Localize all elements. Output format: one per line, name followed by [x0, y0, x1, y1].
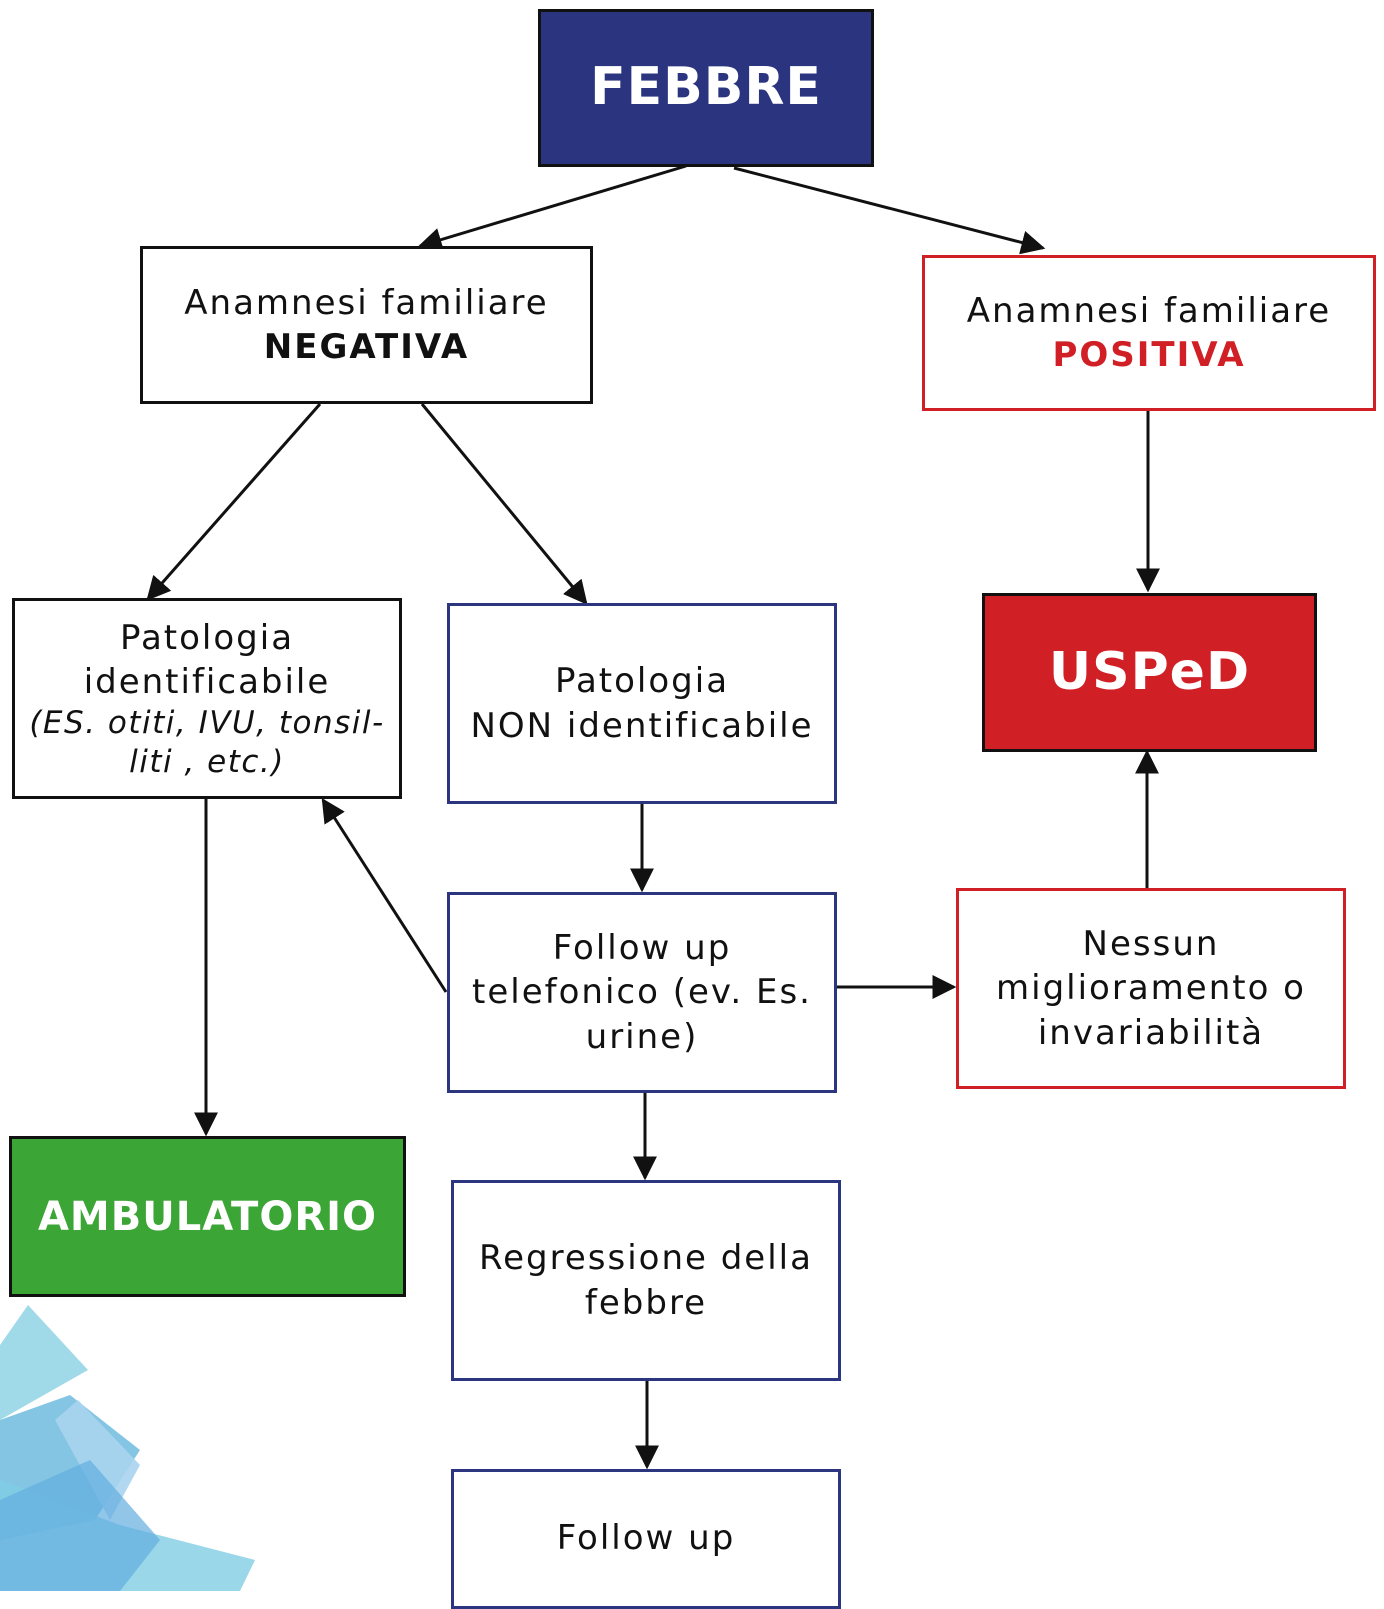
node-regressione-febbre-line2: febbre: [584, 1282, 708, 1323]
node-follow-up: Follow up: [451, 1469, 841, 1609]
node-follow-up-telefonico: Follow up telefonico (ev. Es. urine): [447, 892, 837, 1093]
node-anamnesi-positiva-line2: POSITIVA: [1052, 335, 1246, 375]
node-anamnesi-negativa-line1: Anamnesi familiare: [184, 282, 549, 323]
node-ambulatorio: AMBULATORIO: [9, 1136, 406, 1297]
node-nessun-miglioramento: Nessun miglioramento o invariabilità: [956, 888, 1346, 1089]
node-patologia-identificabile-note2: liti , etc.): [129, 743, 285, 780]
node-follow-up-telefonico-line2: telefonico (ev. Es.: [472, 972, 812, 1013]
node-follow-up-label: Follow up: [556, 1518, 736, 1558]
node-febbre: FEBBRE: [538, 9, 874, 167]
node-patologia-identificabile: Patologia identificabile (ES. otiti, IVU…: [12, 598, 402, 799]
node-patologia-non-identificabile-line2: NON identificabile: [470, 705, 814, 746]
node-patologia-identificabile-line1: Patologia: [119, 617, 295, 658]
node-regressione-febbre: Regressione della febbre: [451, 1180, 841, 1381]
node-patologia-identificabile-note1: (ES. otiti, IVU, tonsil-: [29, 704, 385, 741]
node-usped: USPeD: [982, 593, 1317, 752]
node-follow-up-telefonico-line1: Follow up: [552, 928, 732, 969]
node-anamnesi-positiva-line1: Anamnesi familiare: [966, 290, 1332, 331]
node-anamnesi-negativa-line2: NEGATIVA: [263, 327, 470, 367]
node-nessun-miglioramento-line3: invariabilità: [1037, 1012, 1265, 1053]
node-anamnesi-negativa: Anamnesi familiare NEGATIVA: [140, 246, 593, 404]
node-usped-label: USPeD: [1048, 641, 1251, 702]
node-nessun-miglioramento-line1: Nessun: [1082, 924, 1220, 965]
node-patologia-non-identificabile: Patologia NON identificabile: [447, 603, 837, 804]
node-ambulatorio-label: AMBULATORIO: [37, 1193, 378, 1240]
node-patologia-non-identificabile-line1: Patologia: [554, 661, 730, 702]
node-febbre-label: FEBBRE: [590, 57, 822, 118]
node-anamnesi-positiva: Anamnesi familiare POSITIVA: [922, 255, 1376, 411]
node-nessun-miglioramento-line2: miglioramento o: [996, 968, 1306, 1009]
node-follow-up-telefonico-line3: urine): [585, 1016, 699, 1057]
node-patologia-identificabile-line2: identificabile: [83, 661, 331, 702]
node-regressione-febbre-line1: Regressione della: [479, 1238, 813, 1279]
